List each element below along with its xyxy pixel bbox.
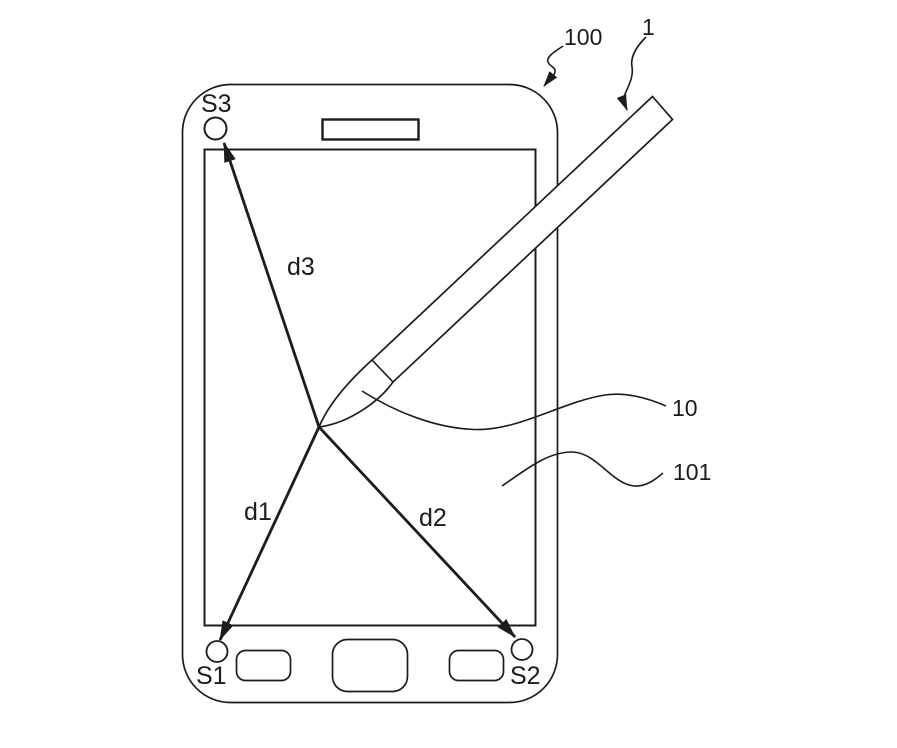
leader-10	[361, 390, 667, 431]
right-button	[448, 649, 505, 682]
sensor-s1-circle	[205, 640, 229, 663]
sensor-s2-circle	[510, 638, 534, 661]
label-s1: S1	[196, 662, 227, 690]
arrow-d2	[317, 426, 517, 638]
label-d1: d1	[244, 498, 272, 526]
home-button	[331, 638, 409, 693]
label-d3: d3	[287, 253, 315, 281]
left-button	[235, 649, 292, 682]
sensor-s3-circle	[203, 116, 228, 141]
pen-tip-separator	[371, 359, 394, 383]
phone-body	[181, 83, 559, 704]
leader-1	[616, 36, 647, 111]
label-1: 1	[642, 14, 655, 40]
arrow-d3	[222, 142, 321, 428]
label-d2: d2	[419, 504, 447, 532]
leader-100	[543, 45, 564, 87]
speaker-slot	[321, 118, 420, 141]
touchscreen	[203, 148, 537, 627]
label-s2: S2	[510, 662, 541, 690]
stylus-pen	[317, 95, 674, 429]
label-101: 101	[673, 459, 711, 485]
arrow-d1	[218, 426, 321, 641]
label-100: 100	[564, 24, 602, 50]
label-s3: S3	[201, 90, 232, 118]
label-10: 10	[672, 395, 698, 421]
leader-101	[501, 451, 664, 487]
